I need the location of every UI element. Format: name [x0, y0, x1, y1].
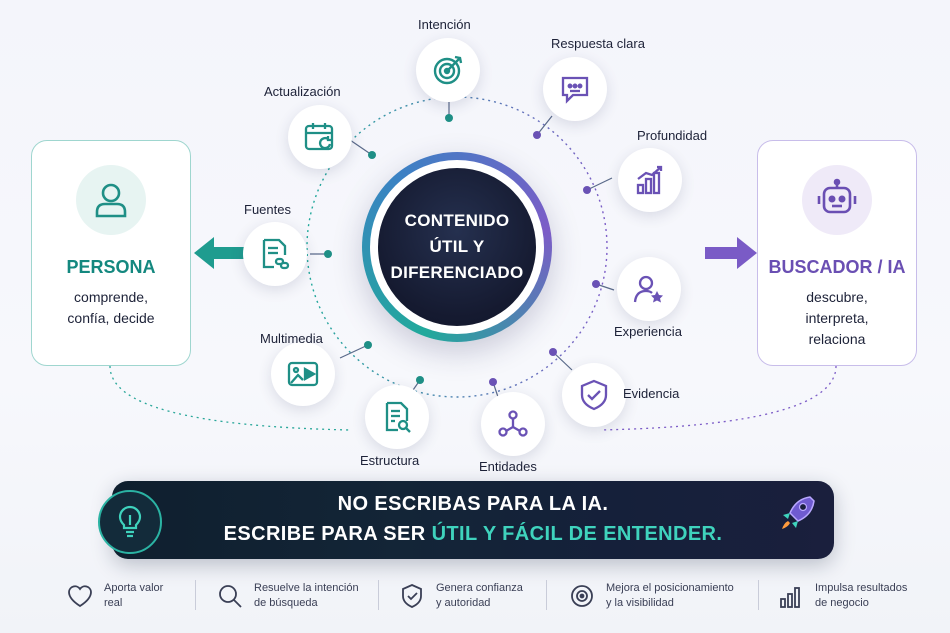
target-icon — [571, 585, 593, 607]
label-estructura: Estructura — [360, 453, 420, 468]
label-profundidad: Profundidad — [637, 128, 708, 143]
bar-chart-icon — [618, 148, 682, 212]
shield-check-icon — [402, 584, 422, 608]
label-respuesta: Respuesta clara — [551, 36, 645, 51]
persona-description: comprende, confía, decide — [67, 289, 155, 326]
label-actualizacion: Actualización — [264, 84, 341, 99]
person-icon — [76, 165, 146, 235]
chat-bubble-icon — [543, 57, 607, 121]
banner-highlight: ÚTIL Y FÁCIL DE ENTENDER. — [431, 523, 723, 545]
key-message-banner: NO ESCRIBAS PARA LA IA. ESCRIBE PARA SER… — [98, 481, 834, 559]
document-search-icon — [365, 385, 429, 449]
label-fuentes: Fuentes — [244, 202, 291, 217]
banner-line-1: NO ESCRIBAS PARA LA IA. — [337, 493, 609, 515]
rocket-icon — [782, 496, 815, 529]
robot-icon — [802, 165, 872, 235]
benefit-divider — [546, 580, 547, 610]
heart-icon — [68, 585, 92, 608]
user-star-icon — [617, 257, 681, 321]
orbit-ring — [306, 96, 608, 398]
search-icon — [219, 585, 242, 608]
center-line-3: DIFERENCIADO — [390, 263, 524, 282]
buscador-description: descubre, interpreta, relaciona — [805, 289, 869, 347]
buscador-title: BUSCADOR / IA — [768, 257, 906, 277]
network-icon — [481, 392, 545, 456]
buscador-panel: BUSCADOR / IA descubre, interpreta, rela… — [757, 140, 917, 366]
target-icon — [416, 38, 480, 102]
center-hub: CONTENIDO ÚTIL Y DIFERENCIADO — [362, 152, 552, 342]
label-evidencia: Evidencia — [623, 386, 680, 401]
arrow-right-icon — [705, 237, 757, 269]
shield-check-icon — [562, 363, 626, 427]
media-play-icon — [271, 342, 335, 406]
benefit-divider — [378, 580, 379, 610]
benefit-divider — [195, 580, 196, 610]
arrow-left-icon — [194, 237, 246, 269]
banner-line-2: ESCRIBE PARA SER ÚTIL Y FÁCIL DE ENTENDE… — [223, 523, 723, 545]
center-line-2: ÚTIL Y — [429, 237, 485, 256]
persona-title: PERSONA — [66, 257, 156, 277]
bar-chart-icon — [780, 587, 800, 608]
label-intencion: Intención — [418, 17, 471, 32]
calendar-refresh-icon — [288, 105, 352, 169]
persona-panel: PERSONA comprende, confía, decide — [31, 140, 191, 366]
label-multimedia: Multimedia — [260, 331, 323, 346]
lightbulb-icon — [98, 490, 162, 554]
benefit-divider — [758, 580, 759, 610]
label-entidades: Entidades — [479, 459, 537, 474]
document-link-icon — [243, 222, 307, 286]
label-experiencia: Experiencia — [614, 324, 682, 339]
center-line-1: CONTENIDO — [404, 211, 510, 230]
